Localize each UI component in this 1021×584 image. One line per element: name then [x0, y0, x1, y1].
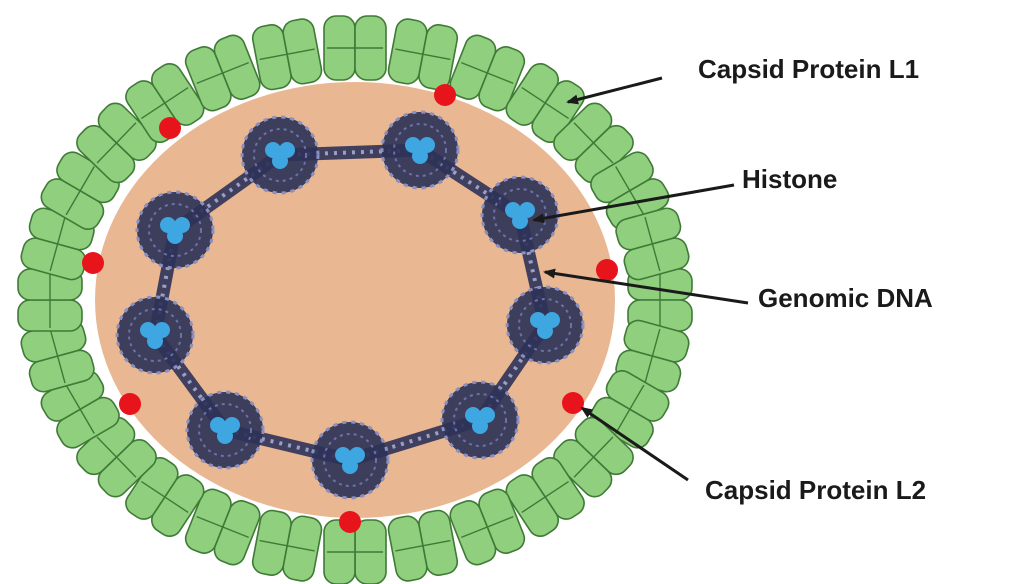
capsid-l2-dot	[339, 511, 361, 533]
histone	[187, 392, 263, 468]
capsid-protein-l1-label: Capsid Protein L1	[698, 54, 919, 85]
capsid-protein-l2-label: Capsid Protein L2	[705, 475, 926, 506]
capsid-l2-dot	[596, 259, 618, 281]
histone	[442, 382, 518, 458]
capsomer	[386, 17, 459, 91]
capsid-l2-dot	[562, 392, 584, 414]
histone	[382, 112, 458, 188]
capsomer	[324, 16, 386, 80]
capsomer	[251, 17, 324, 91]
histone	[482, 177, 558, 253]
histone	[312, 422, 388, 498]
capsomer	[251, 509, 324, 583]
histone	[117, 297, 193, 373]
genomic-dna-label: Genomic DNA	[758, 283, 933, 314]
histone-label: Histone	[742, 164, 837, 195]
capsid-l2-dot	[82, 252, 104, 274]
capsomer	[386, 509, 459, 583]
capsid-l2-dot	[159, 117, 181, 139]
capsid-l2-dot	[119, 393, 141, 415]
histone	[137, 192, 213, 268]
histone	[242, 117, 318, 193]
histone	[507, 287, 583, 363]
capsid-l2-dot	[434, 84, 456, 106]
